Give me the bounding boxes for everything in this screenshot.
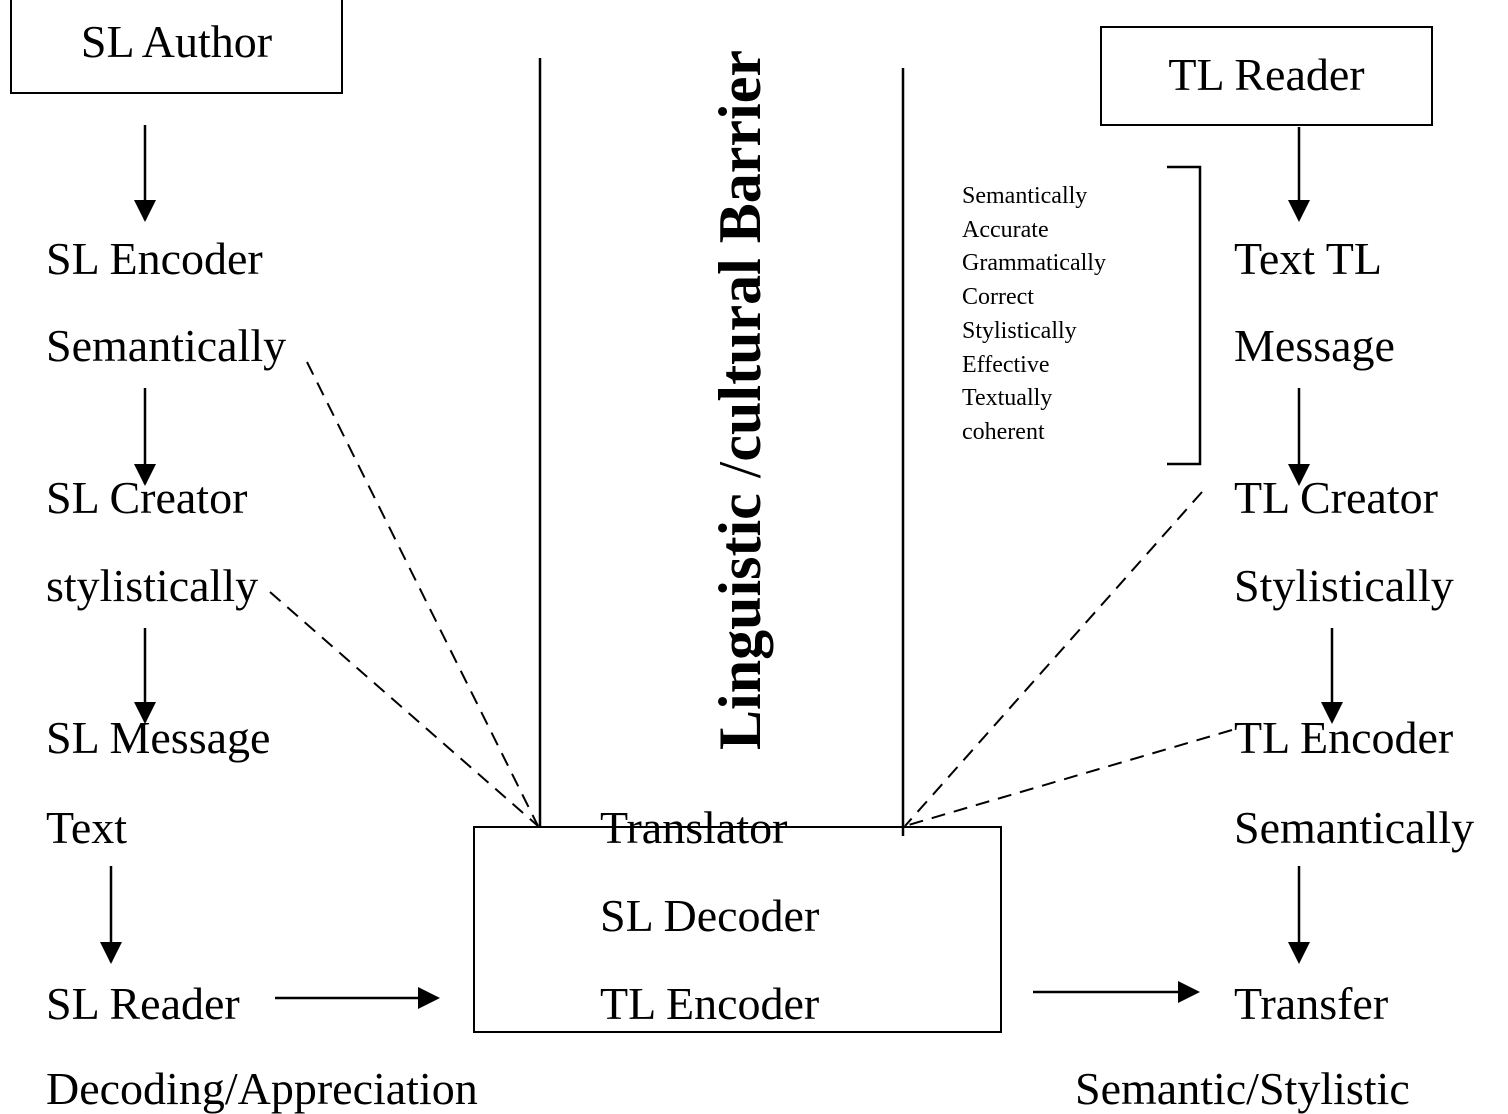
- quality-item: Textually: [962, 385, 1053, 412]
- transfer-label: Transfer: [1234, 978, 1389, 1029]
- diagram-connectors: [100, 58, 1343, 1009]
- dashed-stylistically-to-translator: [269, 591, 539, 827]
- dashed-qualities-to-translator: [904, 491, 1203, 827]
- qualities-list: Semantically Accurate Grammatically Corr…: [962, 180, 1106, 450]
- arrowhead: [134, 200, 156, 222]
- dashed-semantically-to-translator: [306, 361, 539, 827]
- arrowhead: [1288, 464, 1310, 486]
- quality-item: Accurate: [962, 216, 1049, 243]
- quality-item: Effective: [962, 351, 1050, 378]
- arrowhead: [100, 942, 122, 964]
- qualities-bracket: [1167, 165, 1202, 466]
- tl-encoder-center-label: TL Encoder: [600, 978, 820, 1029]
- translator-label: Translator: [600, 802, 788, 853]
- arrowhead: [134, 702, 156, 724]
- quality-item: Correct: [962, 284, 1034, 311]
- tl-reader-box: TL Reader: [1100, 26, 1433, 126]
- sl-reader-label: SL Reader: [46, 978, 240, 1029]
- sl-text-label: Text: [46, 802, 128, 853]
- sl-author-box: SL Author: [10, 0, 343, 94]
- arrowhead: [1178, 981, 1200, 1003]
- tl-encoder-label: TL Encoder: [1234, 712, 1454, 763]
- tl-creator-label: TL Creator: [1234, 472, 1438, 523]
- arrowhead: [1321, 702, 1343, 724]
- sl-message-label: SL Message: [46, 712, 271, 763]
- quality-item: coherent: [962, 418, 1045, 445]
- tl-semantically-label: Semantically: [1234, 802, 1475, 853]
- arrowhead: [134, 464, 156, 486]
- sl-stylistically-label: stylistically: [46, 560, 259, 611]
- sl-semantically-label: Semantically: [46, 320, 287, 371]
- sl-decoder-label: SL Decoder: [600, 890, 820, 941]
- quality-item: Stylistically: [962, 317, 1077, 344]
- quality-item: Semantically: [962, 183, 1088, 209]
- arrowhead: [418, 987, 440, 1009]
- translator-box: [473, 826, 1002, 1033]
- tl-stylistically-label: Stylistically: [1234, 560, 1454, 611]
- sl-encoder-label: SL Encoder: [46, 233, 263, 284]
- tl-reader-label: TL Reader: [1168, 49, 1365, 100]
- dashed-encoder-to-translator: [904, 729, 1233, 827]
- arrowhead: [1288, 942, 1310, 964]
- tl-message-label: Message: [1234, 320, 1395, 371]
- text-tl-label: Text TL: [1234, 233, 1382, 284]
- quality-item: Grammatically: [962, 250, 1106, 277]
- sl-author-label: SL Author: [80, 16, 273, 67]
- arrowhead: [1288, 200, 1310, 222]
